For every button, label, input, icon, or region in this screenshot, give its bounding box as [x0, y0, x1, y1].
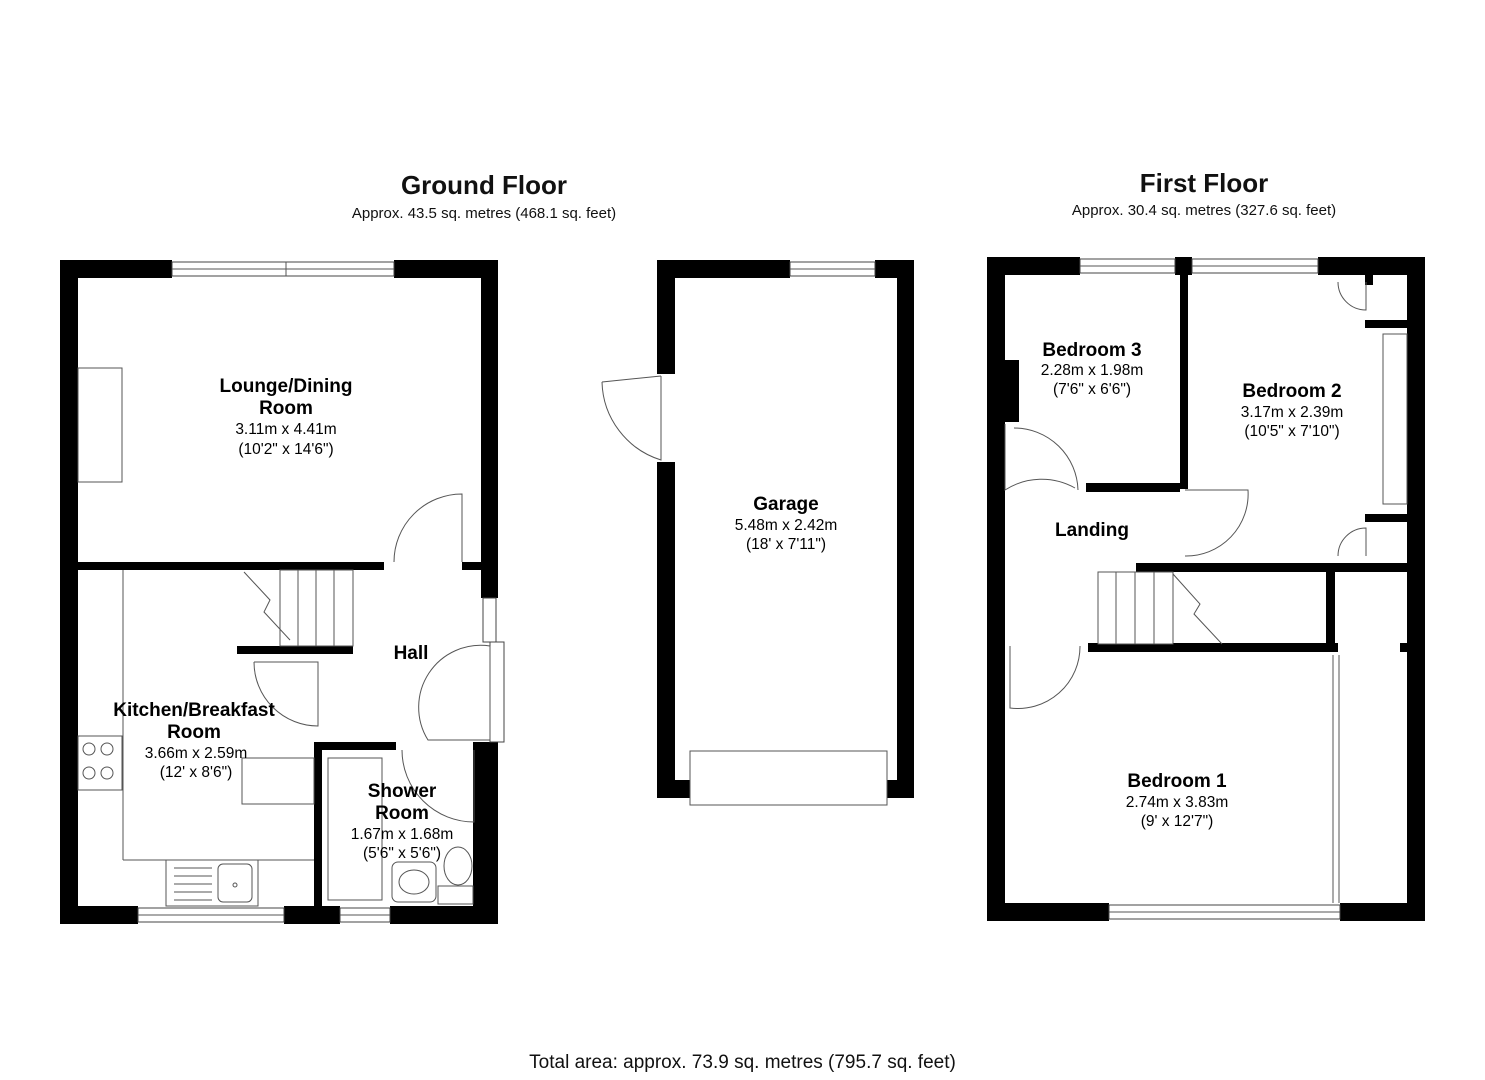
gf-east-wall-upper: [481, 260, 498, 598]
lounge-label-2: Room: [259, 398, 313, 419]
bed2-cupboard-wall-bottom: [1365, 514, 1407, 522]
landing-label: Landing: [1055, 520, 1129, 541]
ff-south-wall-right: [1340, 903, 1425, 921]
front-door-frame: [489, 641, 505, 743]
garage-north-wall-left: [657, 260, 790, 278]
kitchen-label-2: Room: [167, 722, 221, 743]
lounge-hall-wall: [462, 562, 481, 570]
kitchen-label: Kitchen/Breakfast: [113, 700, 275, 721]
fireplace: [77, 367, 123, 483]
shower-label-2: Room: [375, 803, 429, 824]
ff-west-wall: [987, 257, 1005, 921]
shower-north-wall: [314, 742, 396, 750]
garage-side-door: [601, 376, 662, 461]
total-area: Total area: approx. 73.9 sq. metres (795…: [529, 1052, 956, 1073]
ground-floor-plan: Lounge/Dining Room 3.11m x 4.41m (10'2" …: [60, 260, 505, 924]
bedroom1-dim-ft: (9' x 12'7"): [1141, 813, 1214, 830]
garage-east-wall: [897, 260, 914, 798]
ff-stairs: [1097, 571, 1223, 645]
ff-north-wall-a: [987, 257, 1080, 275]
hob: [77, 735, 123, 791]
bedroom1-dim-m: 2.74m x 3.83m: [1126, 794, 1229, 811]
kitchen-door: [253, 661, 319, 727]
shower-east-wall: [473, 742, 481, 906]
bed2-cupboard-door-bottom: [1337, 527, 1367, 557]
front-door-swing: [418, 644, 491, 741]
garage-door: [689, 750, 888, 806]
garage-south-wall-left: [657, 780, 690, 798]
garage-south-wall-right: [887, 780, 914, 798]
bed2-cupboard-door-top: [1337, 281, 1367, 311]
lounge-door: [393, 493, 463, 563]
ground-floor-area: Approx. 43.5 sq. metres (468.1 sq. feet): [351, 205, 617, 222]
bed3-south-wall: [1086, 483, 1180, 492]
shower-dim-m: 1.67m x 1.68m: [351, 826, 454, 843]
shower-tray: [327, 757, 383, 901]
lounge-dim-ft: (10'2" x 14'6"): [238, 441, 333, 458]
lounge-dim-m: 3.11m x 4.41m: [235, 421, 336, 438]
kitchen-units: [77, 570, 315, 907]
first-floor-area: Approx. 30.4 sq. metres (327.6 sq. feet): [1071, 202, 1337, 219]
bedroom2-label: Bedroom 2: [1242, 381, 1341, 402]
lounge-kitchen-wall: [78, 562, 384, 570]
garage-dim-m: 5.48m x 2.42m: [735, 517, 838, 534]
bed2-wardrobe: [1382, 333, 1408, 505]
bedroom1-label: Bedroom 1: [1127, 771, 1227, 792]
chimney-breast: [1005, 360, 1019, 422]
cupboard-wall: [1326, 572, 1335, 652]
shower-label: Shower: [368, 781, 437, 802]
shower-west-wall: [314, 742, 322, 906]
garage-west-wall-lower: [657, 462, 675, 798]
ff-north-wall-c: [1318, 257, 1425, 275]
hall-side-window: [482, 597, 497, 643]
ff-south-wall-left: [987, 903, 1109, 921]
garage-dim-ft: (18' x 7'11"): [746, 536, 826, 553]
gf-south-wall-a: [60, 906, 138, 924]
stair-wall: [237, 646, 353, 654]
ff-east-wall: [1407, 257, 1425, 921]
shower-fittings: [327, 757, 474, 905]
bedroom2-dim-m: 3.17m x 2.39m: [1241, 404, 1344, 421]
bed3-bed2-wall: [1180, 257, 1188, 489]
kitchen-dim-ft: (12' x 8'6"): [160, 764, 233, 781]
hall-label: Hall: [394, 643, 429, 664]
gf-east-wall-lower: [481, 742, 498, 924]
shower-door: [401, 749, 475, 823]
kitchen-dim-m: 3.66m x 2.59m: [145, 745, 248, 762]
gf-south-wall-b: [284, 906, 340, 924]
garage-plan: Garage 5.48m x 2.42m (18' x 7'11"): [601, 260, 914, 806]
garage-west-wall-upper: [657, 260, 675, 374]
bed1-north-wall: [1088, 643, 1338, 652]
lounge-label: Lounge/Dining: [220, 376, 353, 397]
bedroom3-dim-m: 2.28m x 1.98m: [1041, 362, 1144, 379]
toilet: [443, 846, 473, 886]
gf-south-wall-c: [390, 906, 498, 924]
garage-label: Garage: [753, 494, 818, 515]
gf-north-wall-left: [60, 260, 172, 278]
bedroom3-label: Bedroom 3: [1042, 340, 1141, 361]
gf-west-wall: [60, 260, 78, 924]
first-floor-plan: Bedroom 3 2.28m x 1.98m (7'6" x 6'6") Be…: [987, 257, 1425, 921]
bed2-south-wall: [1136, 563, 1407, 572]
bedroom2-door: [1184, 489, 1249, 557]
bedroom1-door: [1009, 645, 1081, 709]
bedroom3-door: [1004, 424, 1076, 491]
ground-floor-title: Ground Floor: [400, 170, 568, 200]
gf-north-wall-right: [394, 260, 498, 278]
bedroom2-dim-ft: (10'5" x 7'10"): [1244, 423, 1339, 440]
shower-dim-ft: (5'6" x 5'6"): [363, 845, 441, 862]
first-floor-title: First Floor: [1139, 168, 1269, 198]
gf-stairs: [243, 569, 354, 647]
bed2-cupboard-wall-top: [1365, 320, 1407, 328]
basin: [391, 861, 437, 903]
bedroom3-dim-ft: (7'6" x 6'6"): [1053, 381, 1131, 398]
